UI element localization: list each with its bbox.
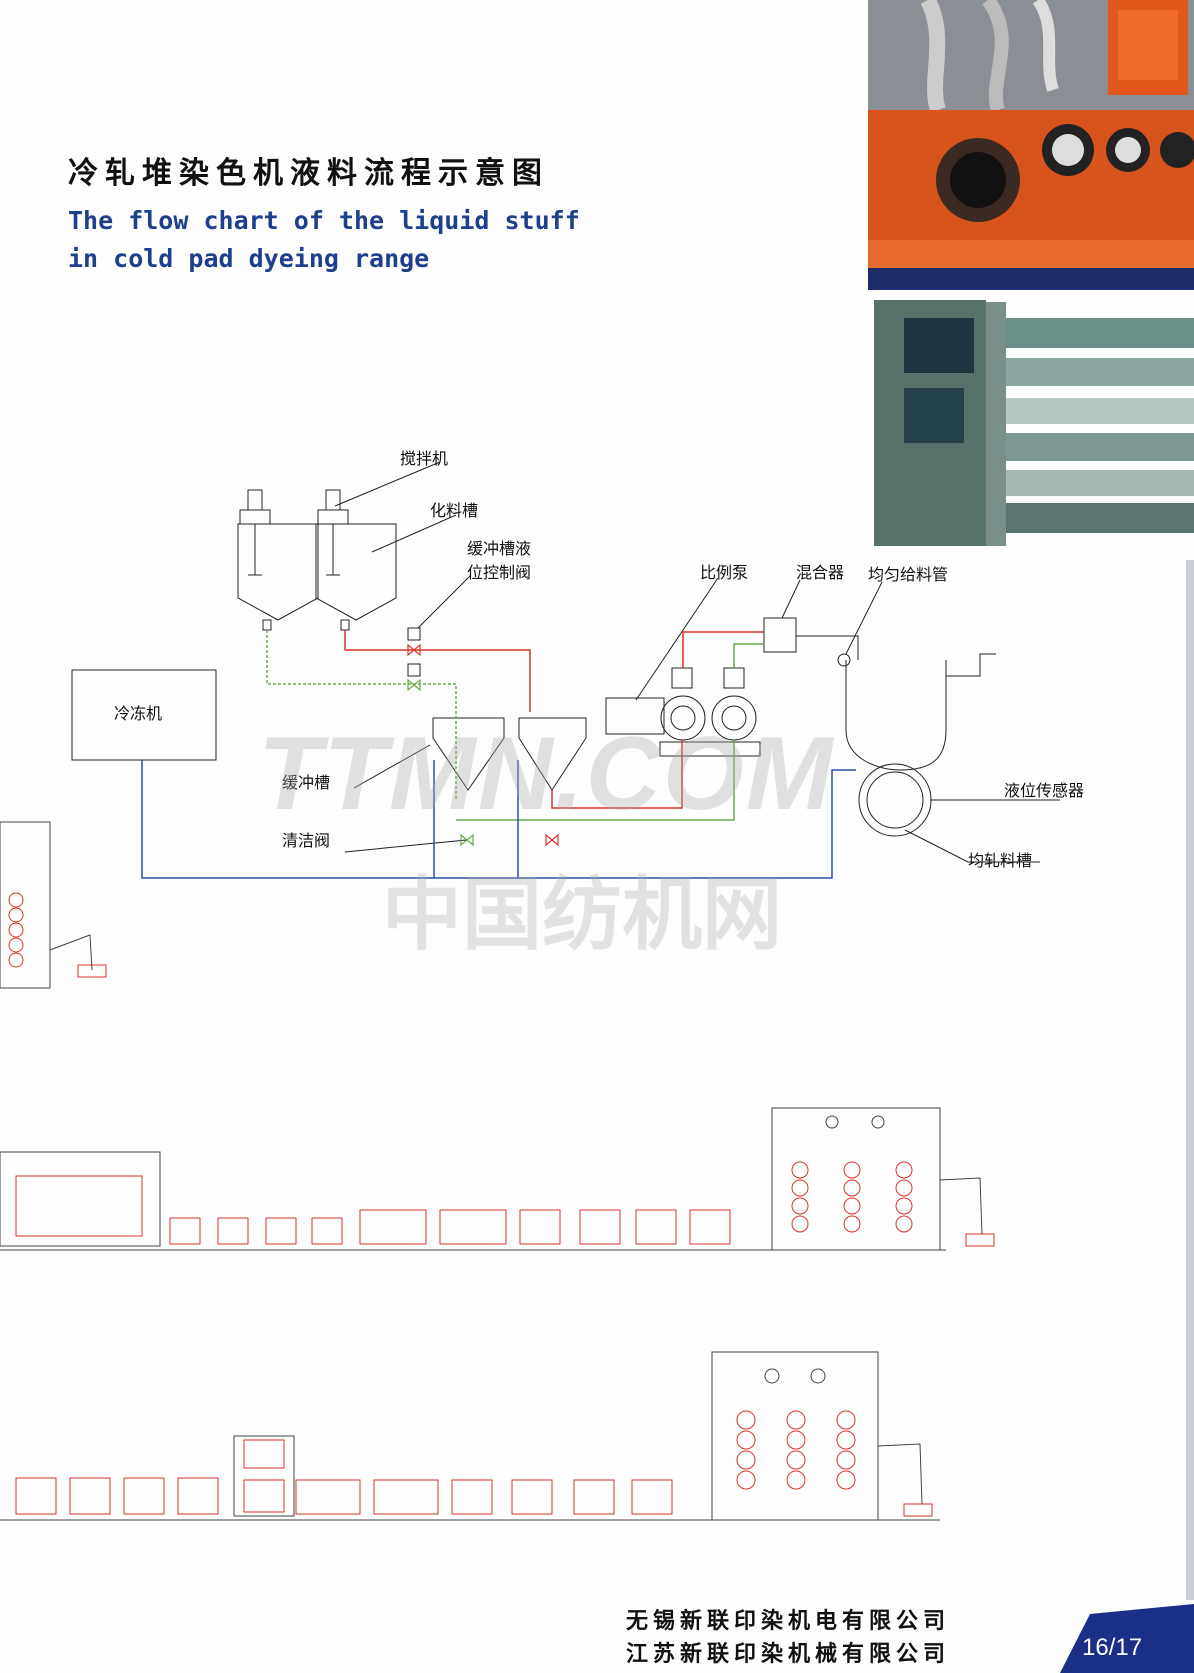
pipe-red-feed	[682, 631, 764, 668]
label-buffer-tank: 缓冲槽	[282, 773, 330, 792]
level-valve-green	[407, 678, 421, 692]
page-number: 16/17	[1082, 1634, 1143, 1661]
title-en-line1: The flow chart of the liquid stuff	[68, 206, 580, 235]
side-machine-fragment	[0, 821, 107, 989]
clean-valve-red	[545, 833, 559, 847]
label-chiller: 冷冻机	[114, 704, 162, 723]
label-level-sensor: 液位传感器	[1004, 781, 1084, 800]
label-cleaning-valve: 清洁阀	[282, 831, 330, 850]
production-line-1	[0, 1107, 995, 1251]
label-dissolving-tank: 化料槽	[430, 501, 478, 520]
title-cn: 冷轧堆染色机液料流程示意图	[68, 156, 549, 191]
pipe-green-feed	[733, 643, 764, 668]
label-mixer: 搅拌机	[400, 449, 448, 468]
watermark-latin: TTMN.COM	[258, 716, 835, 832]
label-padder-trough: 均轧料槽	[968, 851, 1032, 870]
pump-photo	[868, 0, 1194, 290]
label-buffer-valve-1: 缓冲槽液	[467, 539, 531, 558]
pipe-red-pump	[551, 740, 683, 809]
watermark-cn: 中国纺机网	[382, 868, 782, 961]
label-buffer-valve-2: 位控制阀	[467, 563, 531, 582]
production-line-2	[0, 1351, 940, 1521]
pipe-green-main	[266, 630, 457, 800]
padder-trough	[845, 660, 947, 771]
pump-motor	[605, 697, 665, 735]
pump-head-1	[660, 695, 706, 741]
dissolving-tank-2	[315, 489, 397, 631]
pipe-green-line	[456, 740, 735, 821]
page-badge	[1060, 1604, 1194, 1673]
clean-valve-green	[460, 833, 474, 847]
chiller-box	[71, 669, 217, 761]
feed-pipe-nozzle	[837, 653, 851, 667]
company-name-2: 江苏新联印染机械有限公司	[626, 1642, 951, 1667]
dissolving-tank-1	[237, 489, 319, 631]
title-en-line2: in cold pad dyeing range	[68, 244, 430, 273]
buffer-tank-1	[432, 717, 505, 791]
buffer-tank-2	[518, 717, 587, 791]
padder-photo	[874, 298, 1194, 550]
label-proportional-pump: 比例泵	[700, 563, 748, 582]
level-valve-red	[407, 643, 421, 657]
company-name-1: 无锡新联印染机电有限公司	[626, 1609, 951, 1634]
pipe-blue-chiller	[141, 760, 856, 879]
blender-box	[763, 617, 797, 653]
pipe-red-main	[344, 630, 531, 712]
right-edge-strip	[1186, 560, 1194, 1600]
label-blender: 混合器	[796, 563, 844, 582]
label-feed-pipe: 均匀给料管	[868, 565, 948, 584]
